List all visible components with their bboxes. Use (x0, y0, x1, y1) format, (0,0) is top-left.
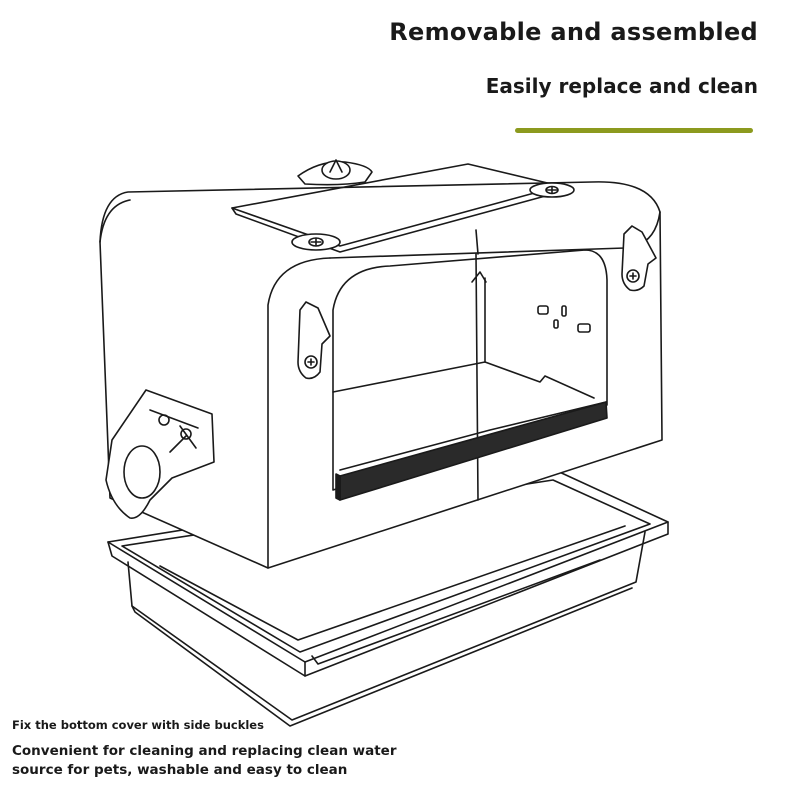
description-line-1: Convenient for cleaning and replacing cl… (12, 743, 397, 759)
side-buckle-icon (105, 389, 215, 519)
handle-knob-icon (297, 159, 373, 186)
page-title: Removable and assembled (389, 18, 758, 46)
wall-hook-icon (297, 301, 331, 380)
description-caption: Convenient for cleaning and replacing cl… (12, 742, 432, 780)
buckle-caption: Fix the bottom cover with side buckles (12, 718, 264, 732)
inner-clips (537, 305, 591, 333)
drawer-bar (335, 401, 608, 501)
screw-icon (291, 233, 341, 251)
page-subtitle: Easily replace and clean (485, 74, 758, 98)
accent-divider (515, 128, 753, 133)
screw-icon (529, 182, 575, 198)
front-window (332, 249, 608, 491)
wall-hook-icon (621, 225, 657, 292)
bottom-tray (107, 469, 669, 727)
description-line-2: source for pets, washable and easy to cl… (12, 762, 348, 778)
